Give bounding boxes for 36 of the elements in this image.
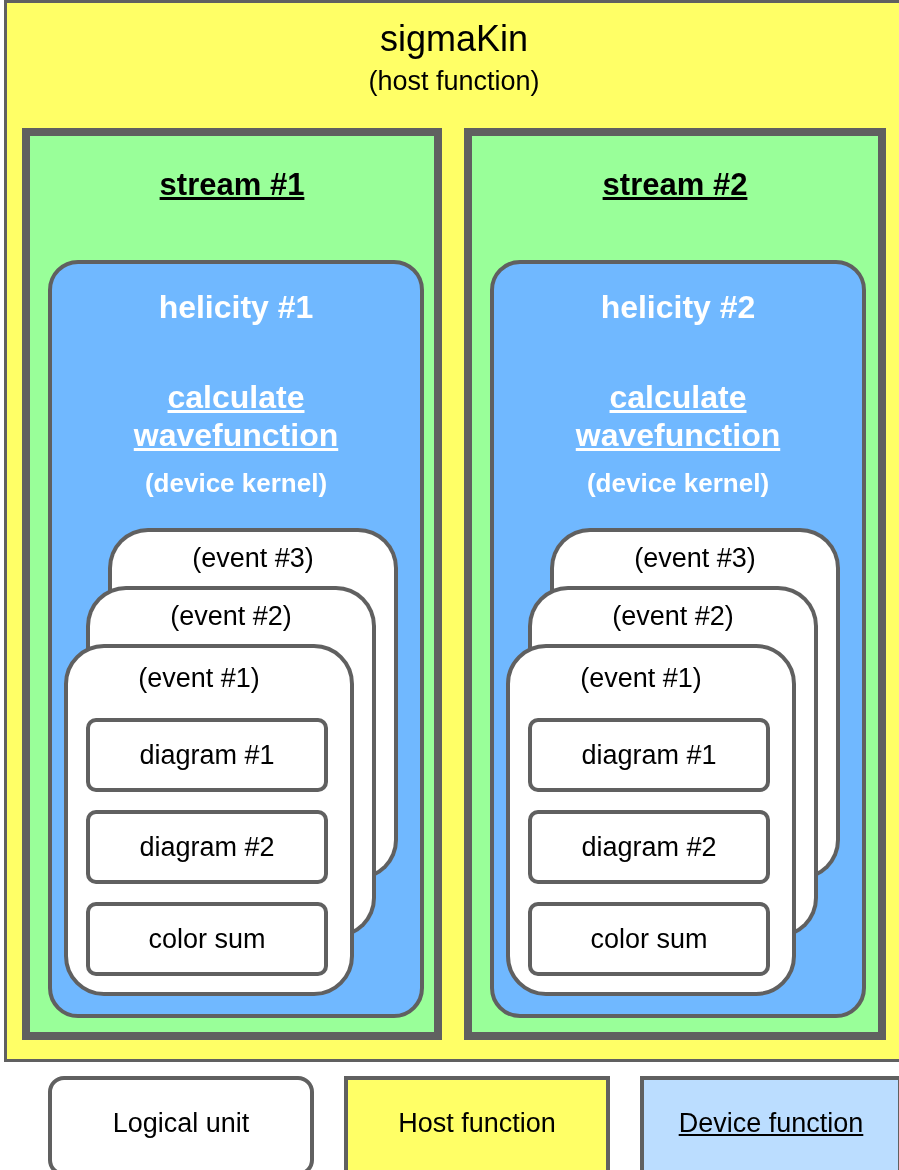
card-title: (event #2): [612, 600, 734, 633]
panel-title: stream #2: [602, 166, 748, 204]
card-title: (event #1): [580, 662, 702, 695]
logical-unit-box: [86, 810, 328, 884]
panel-subtitle: (device kernel): [586, 468, 770, 500]
legend-label: Logical unit: [112, 1107, 250, 1139]
logical-unit-box: [86, 718, 328, 792]
legend-label: Host function: [398, 1107, 556, 1139]
panel-subtitle: (device kernel): [144, 468, 328, 500]
panel-title: stream #1: [159, 166, 305, 204]
kernel-panel: [48, 260, 424, 1018]
kernel-name: calculate wavefunction: [574, 378, 782, 455]
stream-panel: [464, 128, 886, 1040]
card-title: (event #3): [192, 542, 314, 575]
logical-unit-box: [528, 902, 770, 976]
unit-label: diagram #2: [139, 830, 275, 864]
host-function-panel: [4, 0, 899, 1062]
unit-label: diagram #2: [581, 830, 717, 864]
panel-title: helicity #2: [600, 288, 756, 327]
unit-label: color sum: [148, 922, 266, 956]
logical-unit-box: [86, 902, 328, 976]
card-title: (event #3): [634, 542, 756, 575]
stream-panel: [22, 128, 442, 1040]
unit-label: color sum: [590, 922, 708, 956]
card-title: (event #1): [138, 662, 260, 695]
panel-title: helicity #1: [158, 288, 314, 327]
kernel-panel: [490, 260, 866, 1018]
card-title: (event #2): [170, 600, 292, 633]
unit-label: diagram #1: [139, 738, 275, 772]
logical-unit-box: [528, 810, 770, 884]
panel-subtitle: (host function): [368, 65, 540, 98]
logical-unit-box: [528, 718, 770, 792]
unit-label: diagram #1: [581, 738, 717, 772]
kernel-name: calculate wavefunction: [132, 378, 340, 455]
legend-label: Device function: [678, 1107, 864, 1139]
panel-title: sigmaKin: [379, 17, 529, 61]
